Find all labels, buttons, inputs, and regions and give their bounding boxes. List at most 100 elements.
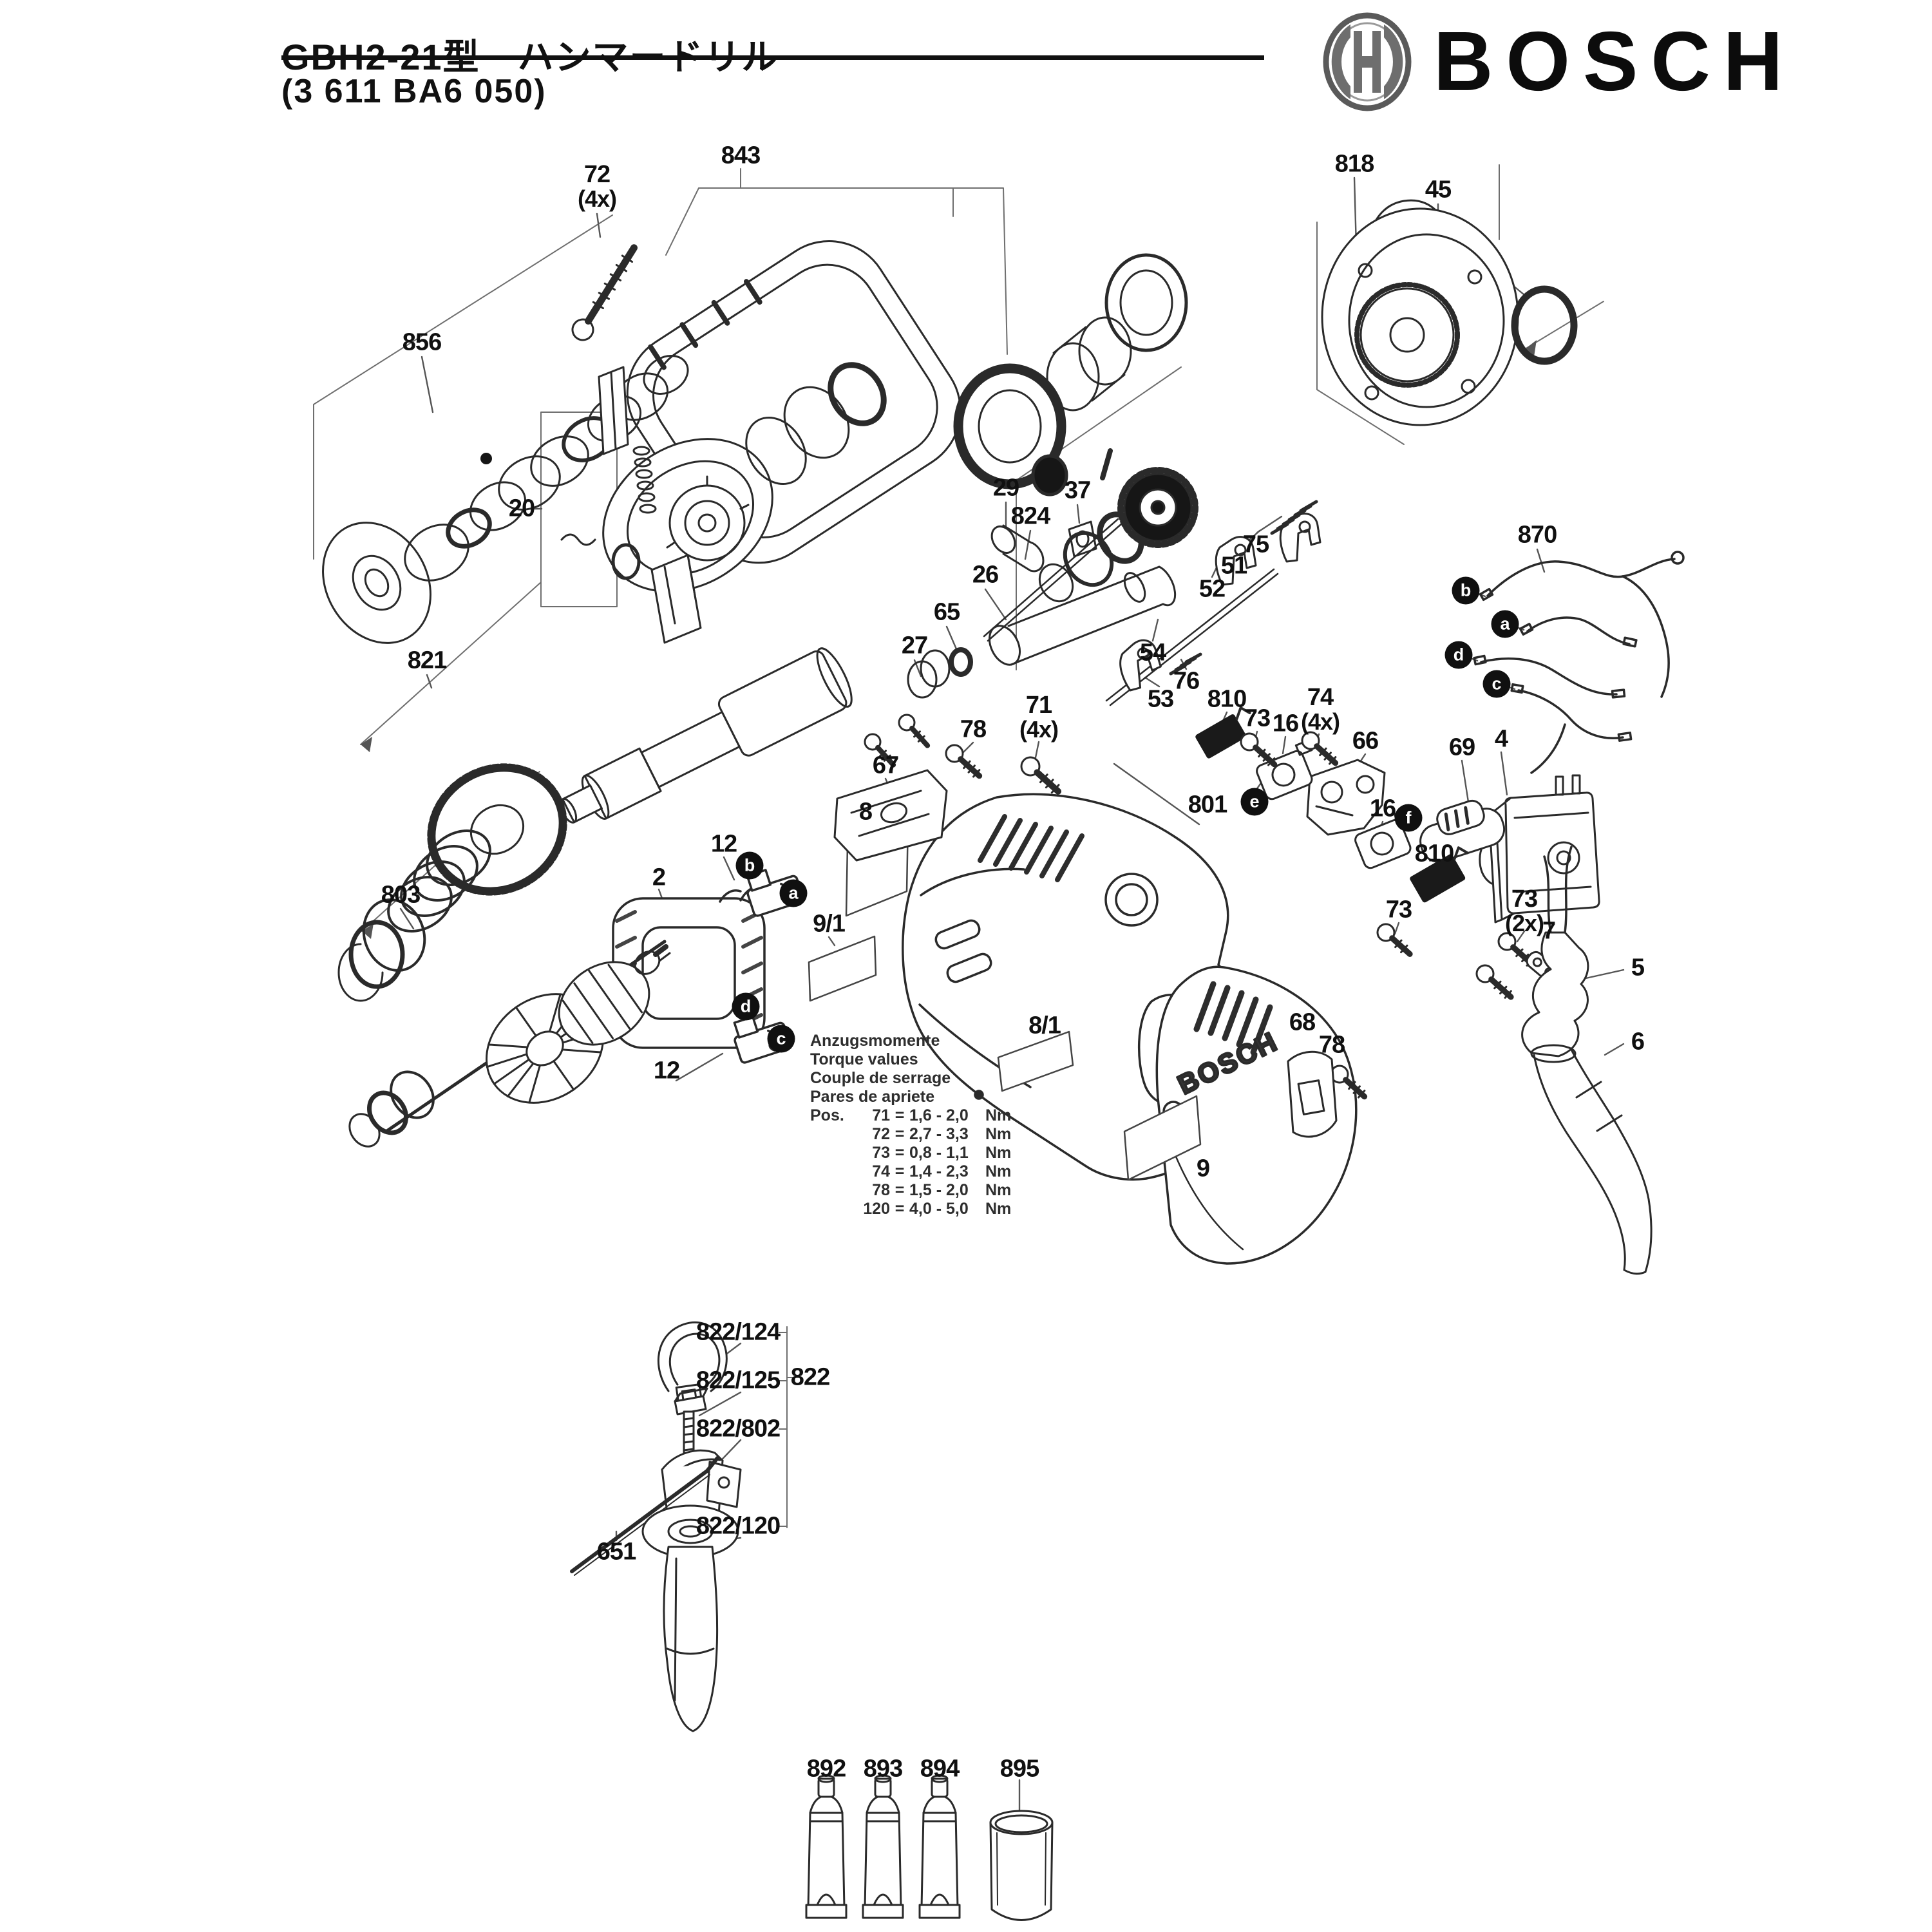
part-label-6: 6 <box>1631 1028 1645 1056</box>
part-label-20: 20 <box>508 495 535 522</box>
letter-marker-a: a <box>1491 610 1519 638</box>
grease-tin-895-icon <box>989 1810 1054 1921</box>
part-label-37: 37 <box>1064 477 1091 504</box>
part-label-74: 74(4x) <box>1300 684 1340 735</box>
part-label-51: 51 <box>1220 552 1247 580</box>
part-label-68: 68 <box>1289 1009 1316 1036</box>
part-label-803: 803 <box>381 881 421 909</box>
striker-824-sketch <box>983 448 1321 706</box>
part-label-870: 870 <box>1517 521 1557 549</box>
part-label-810: 810 <box>1414 840 1454 867</box>
part-label-822-120: 822/120 <box>696 1512 781 1540</box>
part-label-65: 65 <box>933 598 960 626</box>
title-underline <box>281 55 1264 60</box>
letter-marker-c: c <box>1482 670 1511 698</box>
part-label-5: 5 <box>1631 954 1645 981</box>
part-label-822-124: 822/124 <box>696 1318 781 1346</box>
switch-4-sketch <box>1479 774 1600 923</box>
part-label-45: 45 <box>1425 176 1452 204</box>
torque-heading-en: Torque values <box>810 1050 918 1068</box>
spring-76-icon <box>1169 652 1202 676</box>
letter-marker-f: f <box>1394 804 1423 832</box>
letter-marker-d: d <box>732 992 760 1021</box>
seal-rings-843-sketch <box>953 253 1188 497</box>
grease-tubes-sketch <box>805 1774 1054 1921</box>
carbon-brush-810a-icon <box>1195 706 1251 759</box>
part-label-72: 72(4x) <box>577 161 617 212</box>
letter-marker-b: b <box>735 851 764 880</box>
model-number: (3 611 BA6 050) <box>281 73 547 110</box>
part-label-12: 12 <box>653 1057 680 1084</box>
bearing-cover-818-sketch <box>1321 199 1578 426</box>
part-label-801: 801 <box>1188 791 1227 819</box>
letter-marker-a: a <box>779 879 808 907</box>
side-handle-sketch <box>570 1321 742 1732</box>
side-cover-sketch: BOSCH <box>1155 965 1358 1265</box>
part-label-53: 53 <box>1147 685 1174 713</box>
part-label-843: 843 <box>721 142 761 169</box>
part-label-856: 856 <box>402 328 442 356</box>
tube-894-icon <box>918 1774 961 1919</box>
carbon-brush-810b-icon <box>1410 846 1469 903</box>
letter-marker-c: c <box>767 1025 795 1053</box>
torque-heading-de: Anzugsmomente <box>810 1032 940 1050</box>
shift-fork-52-icon <box>1215 536 1257 586</box>
part-label-26: 26 <box>972 561 999 589</box>
part-label-818: 818 <box>1334 150 1374 178</box>
letter-marker-e: e <box>1240 788 1269 816</box>
part-label-821: 821 <box>407 647 447 674</box>
screws-sketch <box>864 714 1536 1100</box>
part-label-822-802: 822/802 <box>696 1415 781 1443</box>
part-label-73: 73(2x) <box>1504 886 1544 936</box>
bosch-logo: BOSCH <box>1319 10 1795 113</box>
part-label-9: 9 <box>1196 1155 1210 1182</box>
part-label-75: 75 <box>1242 531 1269 558</box>
cylinder-821-sketch <box>337 647 853 1002</box>
part-label-895: 895 <box>999 1755 1039 1783</box>
armature-803-sketch <box>348 940 671 1148</box>
part-label-73: 73 <box>1385 896 1412 923</box>
part-label-2: 2 <box>652 864 666 891</box>
cord-parts-sketch <box>1287 846 1653 1275</box>
part-label-822-125: 822/125 <box>696 1367 781 1394</box>
part-label-78: 78 <box>1318 1031 1345 1059</box>
part-label-16: 16 <box>1272 710 1299 737</box>
detent-20-sketch <box>560 366 702 644</box>
part-label-9-1: 9/1 <box>813 910 846 938</box>
torque-heading-es: Pares de apriete <box>810 1088 935 1106</box>
letter-marker-d: d <box>1444 641 1473 669</box>
part-label-893: 893 <box>863 1755 903 1783</box>
part-label-52: 52 <box>1198 575 1226 603</box>
part-label-54: 54 <box>1139 639 1166 667</box>
shift-fork-53-icon <box>1119 639 1162 692</box>
part-label-4: 4 <box>1494 725 1508 753</box>
wiring-harness-870-sketch <box>1473 551 1685 774</box>
spring-75-icon <box>1270 500 1318 535</box>
part-label-892: 892 <box>806 1755 846 1783</box>
part-label-73: 73 <box>1244 705 1271 732</box>
part-label-71: 71(4x) <box>1019 692 1059 743</box>
part-label-67: 67 <box>872 752 899 779</box>
part-label-27: 27 <box>901 632 928 659</box>
lock-button-69-sketch <box>1419 799 1506 863</box>
torque-table: Anzugsmomente Torque values Couple de se… <box>810 1032 1011 1218</box>
bosch-wordmark: BOSCH <box>1434 14 1796 109</box>
part-label-894: 894 <box>920 1755 960 1783</box>
hammer-tube-sketch <box>907 520 1177 699</box>
cover-plate-67-sketch <box>833 769 948 862</box>
part-label-69: 69 <box>1448 734 1475 761</box>
screw-72-icon <box>571 244 638 341</box>
part-label-824: 824 <box>1010 502 1050 530</box>
part-label-76: 76 <box>1173 667 1200 695</box>
torque-heading-fr: Couple de serrage <box>810 1069 951 1087</box>
part-label-651: 651 <box>596 1538 636 1566</box>
letter-marker-b: b <box>1452 576 1480 605</box>
